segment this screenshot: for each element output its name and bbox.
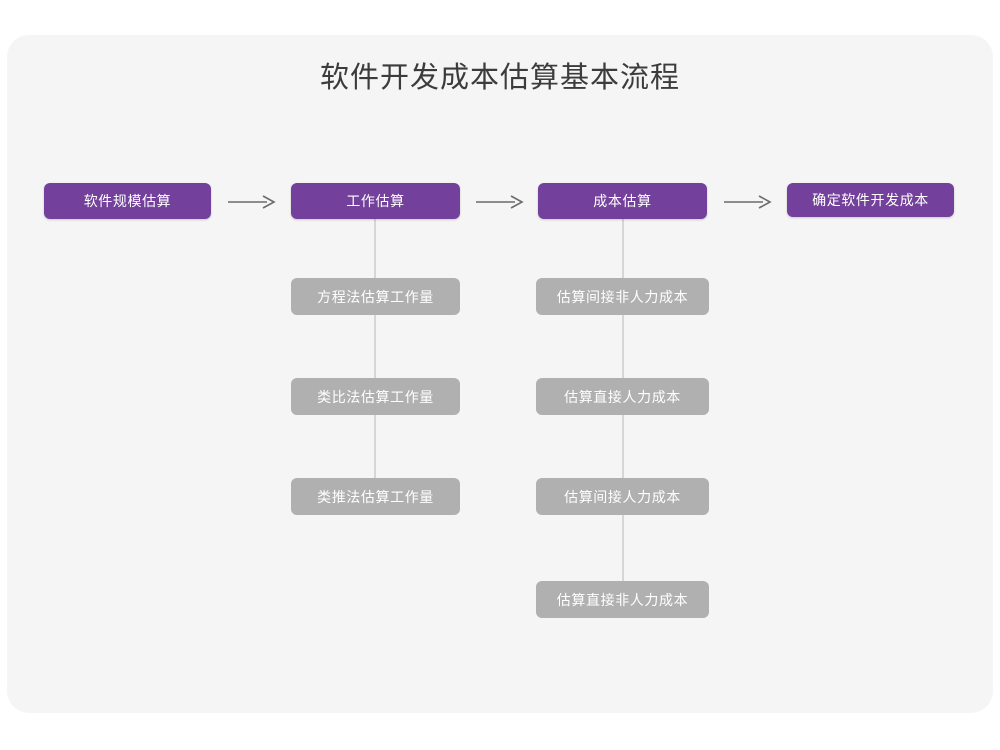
branch-connector-line bbox=[374, 219, 376, 515]
arrow-right-icon bbox=[722, 191, 772, 213]
branch-1-item-2[interactable]: 类比法估算工作量 bbox=[291, 378, 460, 415]
branch-2-item-3[interactable]: 估算间接人力成本 bbox=[536, 478, 709, 515]
stage-box-3[interactable]: 成本估算 bbox=[538, 183, 707, 219]
branch-1-item-1[interactable]: 方程法估算工作量 bbox=[291, 278, 460, 315]
stage-box-4[interactable]: 确定软件开发成本 bbox=[787, 183, 954, 217]
branch-connector-line bbox=[622, 219, 624, 617]
arrow-right-icon bbox=[226, 191, 276, 213]
stage-box-2[interactable]: 工作估算 bbox=[291, 183, 460, 219]
diagram-card bbox=[7, 35, 993, 713]
branch-2-item-4[interactable]: 估算直接非人力成本 bbox=[536, 581, 709, 618]
arrow-right-icon bbox=[474, 191, 524, 213]
branch-2-item-2[interactable]: 估算直接人力成本 bbox=[536, 378, 709, 415]
stage-box-1[interactable]: 软件规模估算 bbox=[44, 183, 211, 219]
branch-1-item-3[interactable]: 类推法估算工作量 bbox=[291, 478, 460, 515]
page-title: 软件开发成本估算基本流程 bbox=[319, 62, 680, 94]
branch-2-item-1[interactable]: 估算间接非人力成本 bbox=[536, 278, 709, 315]
